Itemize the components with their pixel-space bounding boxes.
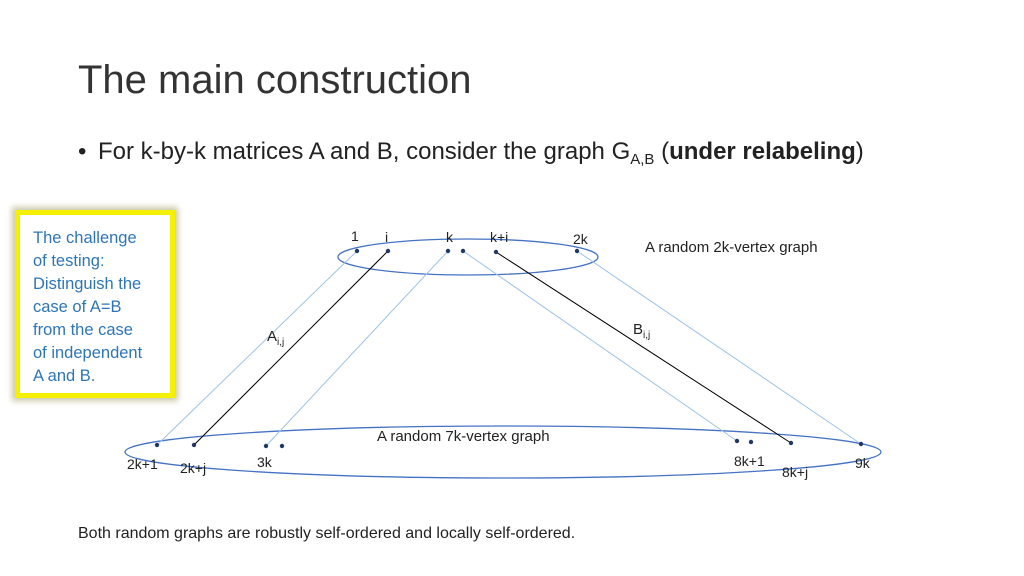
vertex-2k-plus-j — [191, 442, 197, 448]
vertex-1 — [354, 248, 360, 254]
edge-b-ij — [495, 251, 792, 444]
edge-a-ij — [193, 250, 389, 446]
edge-b-main: B — [633, 321, 643, 338]
top-graph-label: A random 2k-vertex graph — [645, 239, 818, 256]
label-vertex-2k: 2k — [573, 231, 589, 247]
guide-line-right-a — [462, 250, 738, 442]
bullet-text: For k-by-k matrices A and B, consider th… — [98, 138, 631, 165]
callout-line: A and B. — [33, 367, 96, 385]
vertex-8k — [734, 438, 740, 444]
bottom-graph-label: A random 7k-vertex graph — [377, 428, 550, 445]
edge-b-label: Bi,j — [633, 321, 650, 341]
challenge-callout: The challenge of testing: Distinguish th… — [15, 210, 175, 398]
main-bullet: • For k-by-k matrices A and B, consider t… — [78, 138, 864, 168]
callout-line: of testing: — [33, 252, 105, 270]
label-vertex-i: i — [385, 229, 388, 245]
top-graph-ellipse — [337, 238, 599, 276]
vertex-k — [445, 248, 451, 254]
guide-line-right-b — [576, 250, 862, 445]
bullet-open-paren: ( — [654, 138, 670, 165]
vertex-2k-plus-1 — [154, 442, 160, 448]
callout-line: from the case — [33, 321, 133, 339]
vertex-k-plus-1 — [460, 248, 466, 254]
label-vertex-8k-plus-1: 8k+1 — [734, 453, 765, 469]
bullet-close-paren: ) — [855, 138, 864, 165]
callout-line: Distinguish the — [33, 275, 142, 293]
callout-line: case of A=B — [33, 298, 122, 316]
label-vertex-2k-plus-j: 2k+j — [180, 460, 206, 476]
edge-b-sub: i,j — [643, 330, 650, 341]
bullet-subscript: A,B — [630, 151, 655, 168]
callout-line: of independent — [33, 344, 143, 362]
bullet-dot: • — [78, 138, 87, 165]
guide-line-mid — [265, 250, 449, 447]
label-vertex-k: k — [446, 229, 454, 245]
vertex-9k — [858, 441, 864, 447]
label-vertex-8k-plus-j: 8k+j — [782, 464, 808, 480]
vertex-3k-plus-1 — [279, 443, 285, 449]
label-vertex-1: 1 — [351, 228, 359, 244]
edge-a-main: A — [267, 328, 277, 345]
bullet-bold-text: under relabeling — [669, 138, 856, 165]
label-vertex-3k: 3k — [257, 454, 273, 470]
label-vertex-9k: 9k — [855, 455, 871, 471]
edge-a-sub: i,j — [277, 337, 284, 348]
label-vertex-k-plus-i: k+i — [490, 229, 508, 245]
footer-note: Both random graphs are robustly self-ord… — [78, 525, 576, 542]
page-title: The main construction — [78, 58, 472, 102]
vertex-8k-plus-j — [788, 440, 794, 446]
vertex-3k — [263, 443, 269, 449]
callout-line: The challenge — [33, 229, 137, 247]
bottom-graph-ellipse — [124, 425, 882, 479]
vertex-k-plus-i — [493, 249, 499, 255]
callout-text: The challenge of testing: Distinguish th… — [33, 227, 173, 388]
guide-line-left — [156, 250, 358, 446]
label-vertex-2k-plus-1: 2k+1 — [127, 456, 158, 472]
vertex-8k-plus-1 — [748, 439, 754, 445]
vertex-i — [385, 248, 391, 254]
vertex-2k — [574, 248, 580, 254]
edge-a-label: Ai,j — [267, 328, 284, 348]
